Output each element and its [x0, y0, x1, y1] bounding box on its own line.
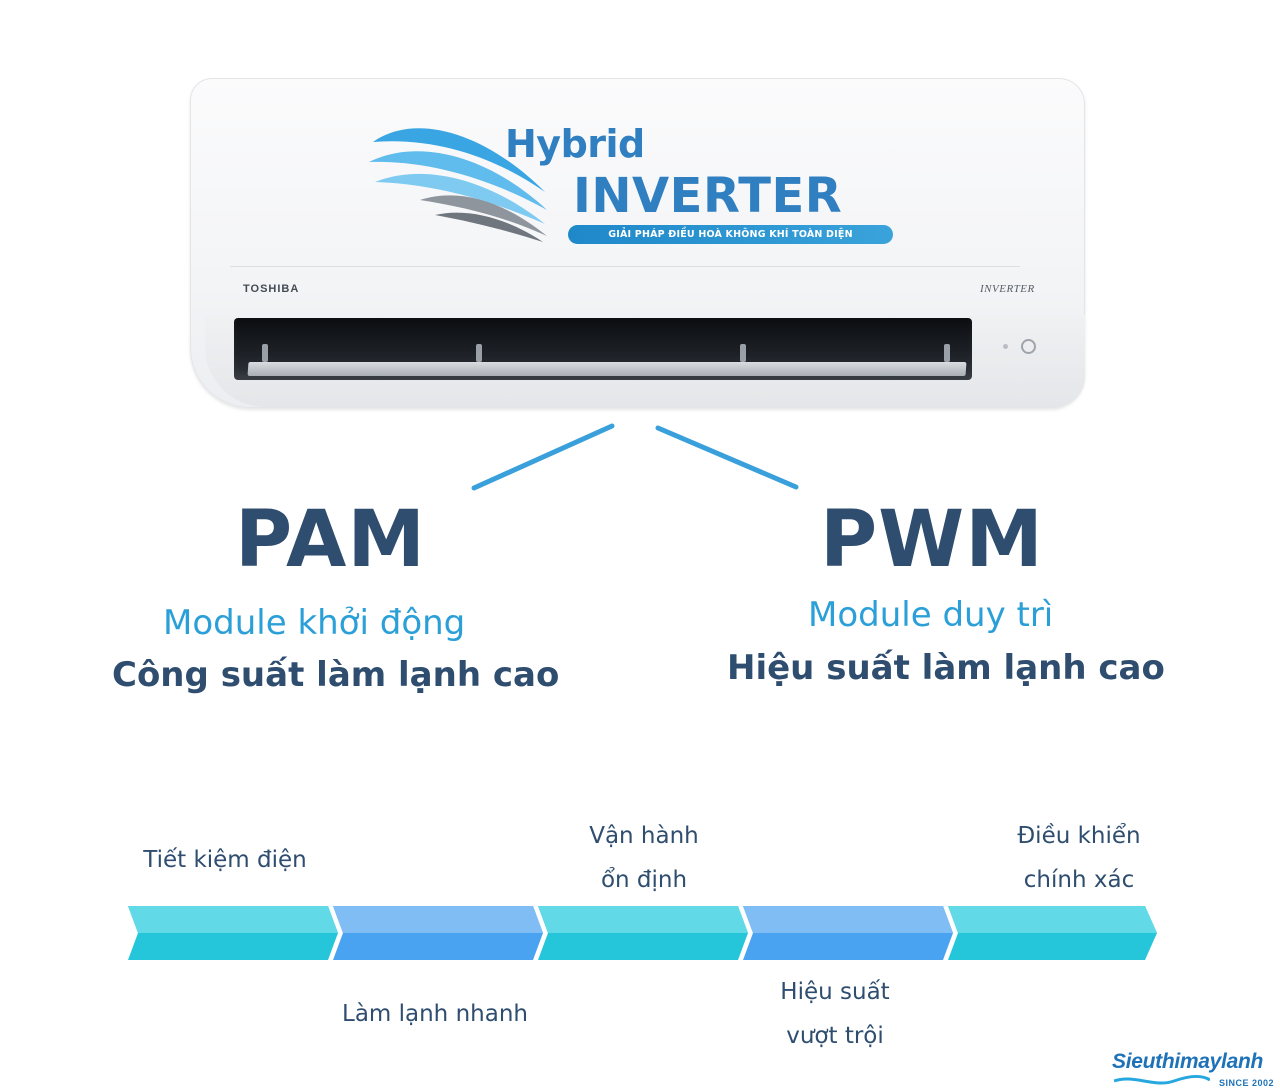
benefit-line: Làm lạnh nhanh	[342, 1001, 528, 1027]
benefit-label-fast-cooling: Làm lạnh nhanh	[310, 992, 560, 1036]
arrow-segment-highlight	[538, 906, 748, 933]
benefit-line: Vận hành	[589, 823, 699, 849]
receiver-ring-icon	[1021, 339, 1036, 354]
benefit-line: ổn định	[600, 867, 688, 893]
arrow-segment-highlight	[948, 906, 1157, 933]
watermark-wave-icon	[1114, 1074, 1210, 1085]
benefit-line: Điều khiển	[1017, 823, 1141, 849]
watermark-name: Sieuthimaylanh	[1112, 1050, 1264, 1073]
panel-seam	[230, 266, 1020, 267]
airflow-waves-icon	[369, 128, 547, 242]
brand-watermark: Sieuthimaylanh SINCE 2002	[1108, 1050, 1280, 1092]
hybrid-logo-text: Hybrid	[505, 122, 645, 166]
benefit-line: chính xác	[1023, 867, 1135, 893]
toshiba-brand-label: TOSHIBA	[243, 283, 300, 295]
inverter-logo-text: INVERTER	[573, 168, 843, 224]
pam-description: Công suất làm lạnh cao	[112, 655, 560, 695]
pam-subtitle: Module khởi động	[163, 603, 466, 643]
louver-flap	[247, 362, 967, 376]
benefit-line: vượt trội	[786, 1023, 884, 1049]
pwm-description: Hiệu suất làm lạnh cao	[727, 648, 1165, 688]
arrow-segment-highlight	[333, 906, 543, 933]
vent-clip	[740, 344, 746, 362]
watermark-since: SINCE 2002	[1218, 1078, 1274, 1088]
indicator-display	[1003, 338, 1039, 356]
benefit-label-energy-saving: Tiết kiệm điện	[120, 838, 330, 882]
indicator-led-icon	[1003, 344, 1008, 349]
vent-clip	[262, 344, 268, 362]
vent-clip	[476, 344, 482, 362]
connector-line-right	[655, 425, 799, 490]
pwm-title: PWM	[820, 495, 1044, 585]
vent-clip	[944, 344, 950, 362]
benefit-line: Hiệu suất	[780, 979, 890, 1005]
pam-title: PAM	[235, 495, 426, 585]
arrow-segment-highlight	[743, 906, 953, 933]
logo-tagline: GIẢI PHÁP ĐIỀU HOÀ KHÔNG KHÍ TOÀN DIỆN	[568, 225, 893, 244]
pwm-subtitle: Module duy trì	[808, 595, 1054, 635]
benefit-arrow-band	[128, 906, 1157, 960]
inverter-model-label: INVERTER	[980, 283, 1035, 295]
benefit-line: Tiết kiệm điện	[143, 847, 307, 873]
arrow-segment-highlight	[128, 906, 338, 933]
benefit-label-superior-efficiency: Hiệu suất vượt trội	[735, 970, 935, 1058]
benefit-label-stable-operation: Vận hành ổn định	[535, 814, 753, 902]
benefit-label-precise-control: Điều khiển chính xác	[970, 814, 1188, 902]
connector-lines	[471, 423, 799, 491]
connector-line-left	[471, 423, 615, 491]
